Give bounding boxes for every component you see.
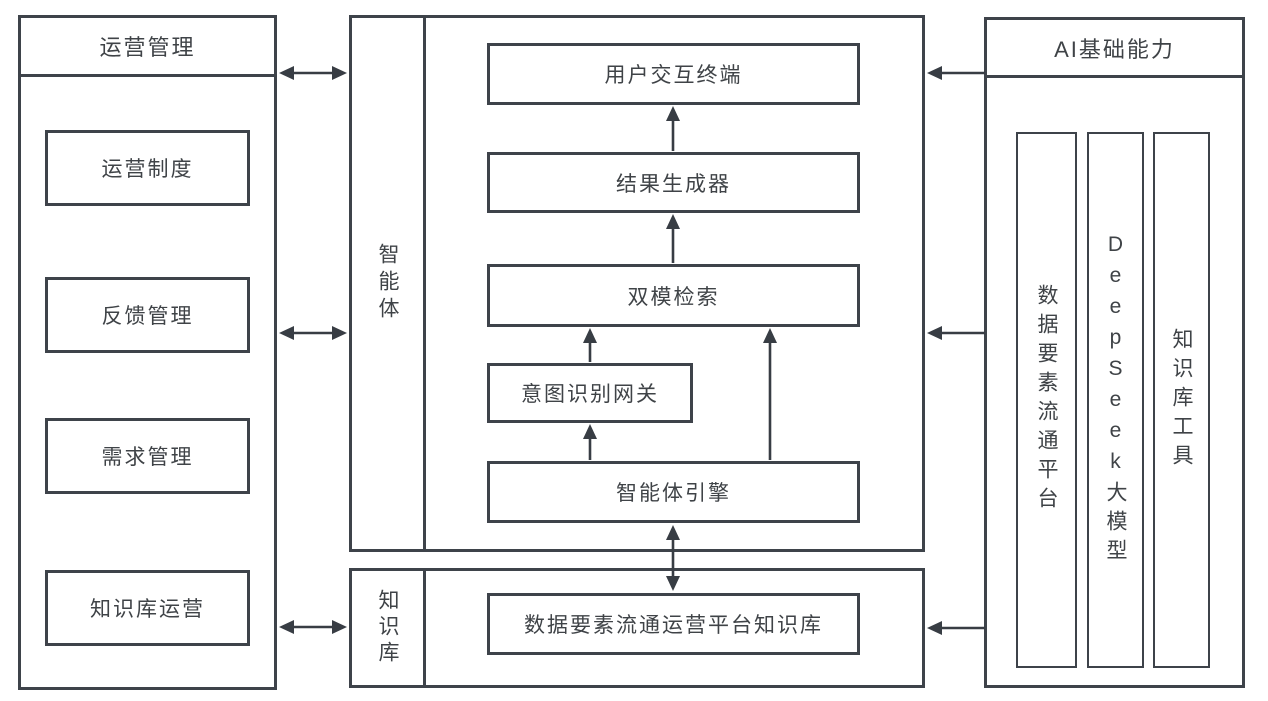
node-dual-retrieval: 双模检索 [487, 264, 860, 327]
arrow-ai-kb [927, 621, 985, 635]
ai-panel-title: AI基础能力 [987, 20, 1242, 78]
arrow-ai-agent-middle [927, 326, 985, 340]
ai-capability-deepseek-model: DeepSeek大模型 [1087, 132, 1144, 668]
agent-panel-label-column: 智能体 [352, 18, 426, 549]
ai-capability-data-platform: 数据要素流通平台 [1016, 132, 1077, 668]
arrow-operations-agent-top [279, 66, 347, 80]
arrow-operations-kb [279, 620, 347, 634]
kb-panel-label: 知识库 [376, 589, 399, 667]
agent-panel-label: 智能体 [376, 243, 399, 324]
operations-item-rules: 运营制度 [45, 130, 250, 206]
operations-item-feedback: 反馈管理 [45, 277, 250, 353]
node-user-terminal: 用户交互终端 [487, 43, 860, 105]
ai-panel: AI基础能力 数据要素流通平台 DeepSeek大模型 知识库工具 [984, 17, 1245, 688]
agent-panel: 智能体 用户交互终端 结果生成器 双模检索 意图识别网关 智能体引擎 [349, 15, 925, 552]
arrow-ai-agent-top [927, 66, 985, 80]
node-agent-engine: 智能体引擎 [487, 461, 860, 523]
kb-panel-label-column: 知识库 [352, 571, 426, 685]
ai-capability-kb-tools: 知识库工具 [1153, 132, 1210, 668]
operations-item-kb-ops: 知识库运营 [45, 570, 250, 646]
arrow-operations-agent-middle [279, 326, 347, 340]
node-intent-gateway: 意图识别网关 [487, 363, 693, 423]
operations-item-requirements: 需求管理 [45, 418, 250, 494]
operations-panel: 运营管理 运营制度 反馈管理 需求管理 知识库运营 [18, 15, 277, 690]
operations-panel-title: 运营管理 [21, 18, 274, 77]
node-platform-kb: 数据要素流通运营平台知识库 [487, 593, 860, 655]
kb-panel: 知识库 数据要素流通运营平台知识库 [349, 568, 925, 688]
node-result-generator: 结果生成器 [487, 152, 860, 213]
